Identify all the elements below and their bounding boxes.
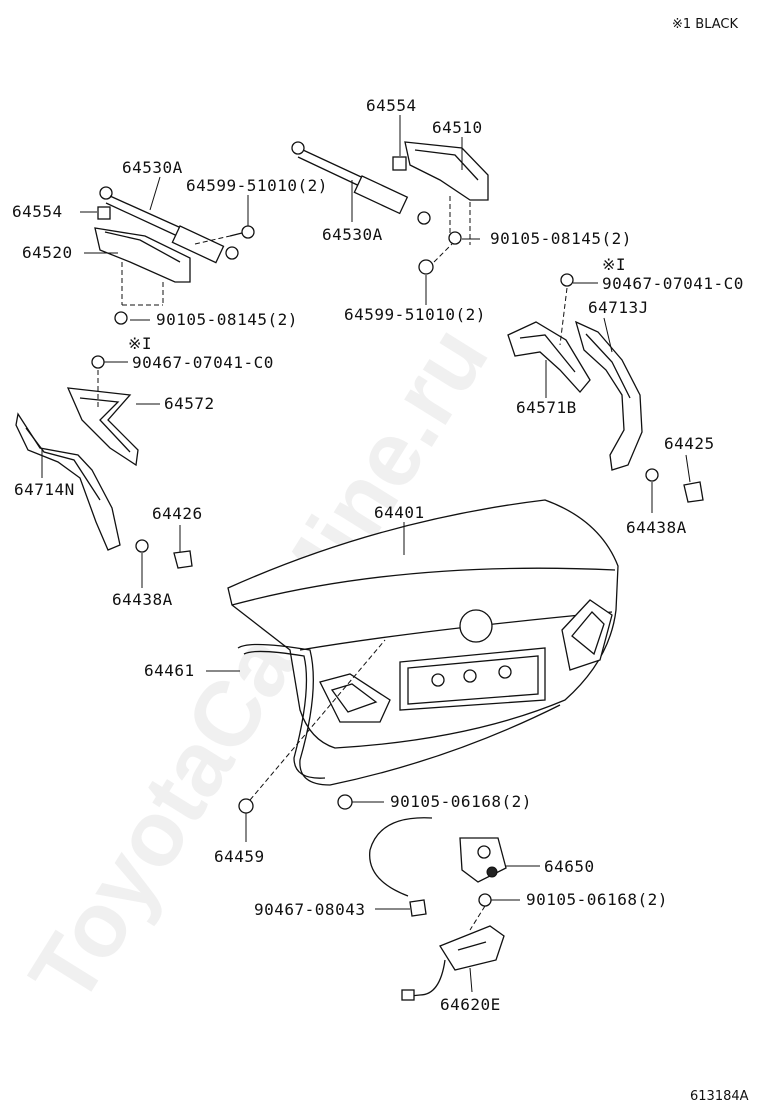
label-64599-right: 64599-51010(2) [344,305,486,324]
label-90105-08145-left: 90105-08145(2) [156,310,298,329]
label-90105-06168-upper: 90105-06168(2) [390,792,532,811]
label-64713j: 64713J [588,298,649,317]
label-64438a-right: 64438A [626,518,687,537]
label-64520: 64520 [22,243,73,262]
mark-right: ※I [602,255,626,274]
label-90105-08145-right: 90105-08145(2) [490,229,632,248]
hinge-left [94,227,191,306]
note-black: ※1 BLACK [672,17,738,32]
label-64461: 64461 [144,661,195,680]
label-64554-top: 64554 [366,96,417,115]
diagram-code: 613184A [690,1089,749,1104]
clip-90467-08043 [409,899,427,917]
label-64650: 64650 [544,857,595,876]
trim-64714n [15,412,121,551]
clip-left-black [91,355,105,410]
label-90105-06168-lower: 90105-06168(2) [526,890,668,909]
label-64459: 64459 [214,847,265,866]
label-64571b: 64571B [516,398,577,417]
label-64510: 64510 [432,118,483,137]
part-labels: 64554 64510 64530A 64599-51010(2) 64554 … [12,96,744,1014]
stopper-64426 [135,539,193,569]
clip-right-black [559,273,574,346]
bolt-64599-left [194,225,255,245]
trim-64572 [66,387,139,467]
mark-left: ※I [128,334,152,353]
trim-64713j [574,320,643,471]
bolt-90105-left [114,311,128,325]
label-64572: 64572 [164,394,215,413]
label-64554-left: 64554 [12,202,63,221]
label-64401: 64401 [374,503,425,522]
weatherstrip-64461 [237,643,561,786]
label-64620e: 64620E [440,995,501,1014]
cushion-left [97,206,111,220]
label-64425: 64425 [664,434,715,453]
cushion-64459 [238,639,386,814]
label-90467-07041-left: 90467-07041-C0 [132,353,274,372]
lock-64650 [337,794,507,897]
leader-lines [41,115,691,993]
trim-64571b [507,321,591,393]
luggage-door-64401 [227,499,619,749]
cushion-right [392,156,407,171]
label-64599-left: 64599-51010(2) [186,176,328,195]
label-90467-08043: 90467-08043 [254,900,365,919]
label-90467-07041-right: 90467-07041-C0 [602,274,744,293]
stopper-64425 [645,468,704,503]
label-64714n: 64714N [14,480,75,499]
bolt-64599-right [418,243,453,275]
strut-right [291,141,431,225]
label-64426: 64426 [152,504,203,523]
striker-64620e [401,925,505,1001]
bolt-90105-right [448,231,462,245]
strut-left [99,186,239,264]
label-64530a-left: 64530A [122,158,183,177]
label-64530a-right: 64530A [322,225,383,244]
label-64438a-left: 64438A [112,590,173,609]
bolt-90105-06168-lower [469,893,492,931]
hinge-right [404,141,489,245]
